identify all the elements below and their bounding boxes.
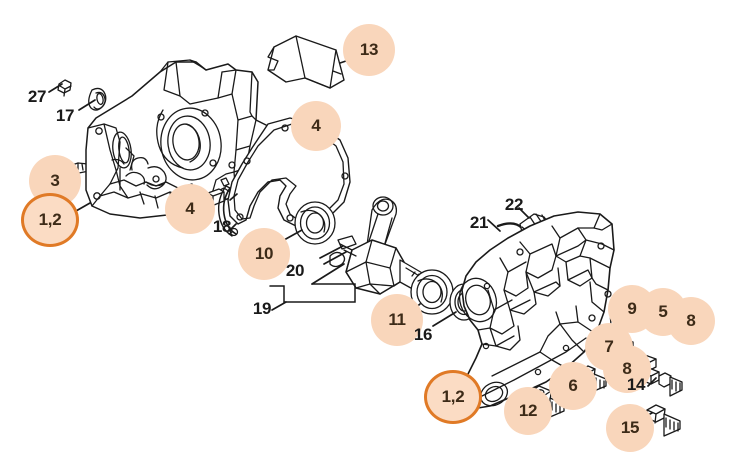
callout-label: 8 (622, 359, 632, 378)
callout-label: 15 (620, 418, 640, 437)
callout-label: 8 (686, 311, 696, 330)
callout-label: 20 (285, 261, 305, 280)
callout-22[interactable]: 22 (496, 192, 532, 218)
callout-label: 17 (55, 106, 75, 125)
callout-label: 18 (212, 217, 232, 236)
callout-11[interactable]: 11 (371, 294, 423, 346)
callout-12[interactable]: 12 (504, 387, 552, 435)
callout-label: 6 (568, 376, 578, 395)
callout-label: 7 (604, 337, 614, 356)
callout-8-upper[interactable]: 8 (667, 297, 715, 345)
callout-label: 22 (504, 195, 524, 214)
part-17-bearing-ring (88, 87, 107, 111)
callout-13[interactable]: 13 (343, 24, 395, 76)
callout-label: 27 (27, 87, 47, 106)
callout-label: 16 (413, 325, 433, 344)
callout-19[interactable]: 19 (244, 296, 280, 322)
callout-8-lower[interactable]: 8 (603, 345, 651, 393)
callout-14[interactable]: 14 (618, 372, 654, 398)
callout-1-2-right[interactable]: 1,2 (424, 370, 482, 424)
callout-27[interactable]: 27 (20, 84, 54, 110)
callout-4-low[interactable]: 4 (165, 184, 215, 234)
callout-label: 13 (359, 40, 379, 59)
callout-label: 3 (50, 171, 60, 190)
callout-21[interactable]: 21 (461, 210, 497, 236)
callout-10[interactable]: 10 (238, 228, 290, 280)
callout-label: 14 (626, 375, 646, 394)
part-11-bearing-left (294, 201, 336, 245)
callout-15[interactable]: 15 (606, 404, 654, 452)
callout-1-2-left[interactable]: 1,2 (21, 193, 79, 247)
callout-4-top[interactable]: 4 (291, 101, 341, 151)
part-14-threaded-stud (640, 367, 683, 397)
callout-label: 4 (311, 116, 321, 135)
callout-6[interactable]: 6 (549, 362, 597, 410)
callout-16[interactable]: 16 (405, 322, 441, 348)
callout-label: 19 (252, 299, 272, 318)
part-13-deflector-plate (267, 35, 345, 89)
part-11-bearing-right (410, 269, 454, 315)
callout-label: 1,2 (441, 387, 465, 406)
callout-label: 12 (518, 401, 538, 420)
callout-label: 9 (627, 299, 637, 318)
callout-label: 1,2 (38, 210, 62, 229)
part-1-2-right-crankcase-half (458, 211, 615, 409)
callout-label: 4 (185, 199, 195, 218)
callout-label: 11 (388, 310, 406, 329)
callout-label: 5 (658, 302, 668, 321)
callout-20[interactable]: 20 (277, 258, 313, 284)
callout-18[interactable]: 18 (205, 214, 239, 240)
callout-label: 10 (254, 244, 274, 263)
part-27-nut (57, 79, 72, 97)
callout-17[interactable]: 17 (48, 103, 82, 129)
callout-label: 21 (469, 213, 489, 232)
